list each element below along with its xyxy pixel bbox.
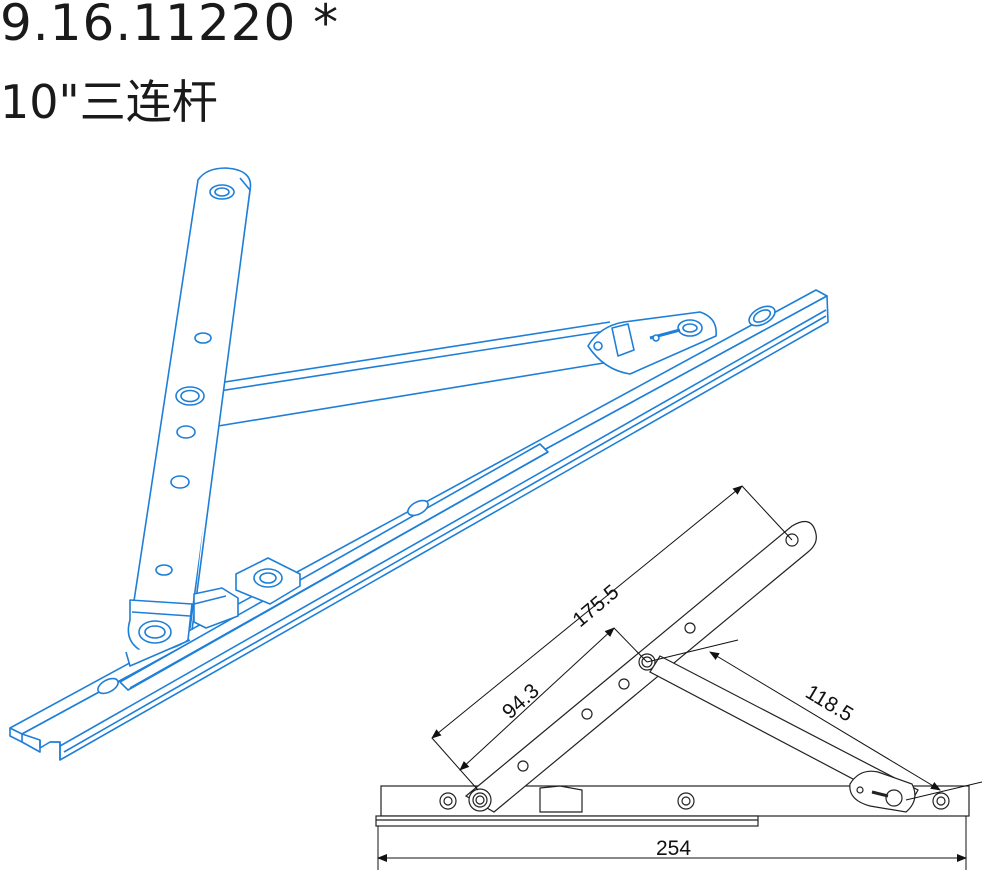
bottom-pivot [125, 587, 239, 667]
top-pivot [587, 311, 717, 375]
drawing-main-arm [464, 520, 817, 813]
base-holes [97, 305, 776, 695]
product-code: 9.16.11220 * [0, 0, 340, 52]
main-arm [131, 167, 252, 631]
slider-carriage [235, 557, 301, 605]
dim-175-5: 175.5 [568, 580, 623, 631]
product-name: 10"三连杆 [0, 75, 218, 129]
connecting-arm [199, 321, 623, 429]
dim-118-5: 118.5 [801, 681, 857, 727]
dimension-lines [377, 485, 982, 870]
dim-254: 254 [656, 837, 691, 860]
tech-drawing [375, 485, 982, 870]
dim-94-3: 94.3 [498, 679, 544, 723]
hinge-render [9, 167, 829, 761]
drawing-slider [375, 815, 759, 827]
